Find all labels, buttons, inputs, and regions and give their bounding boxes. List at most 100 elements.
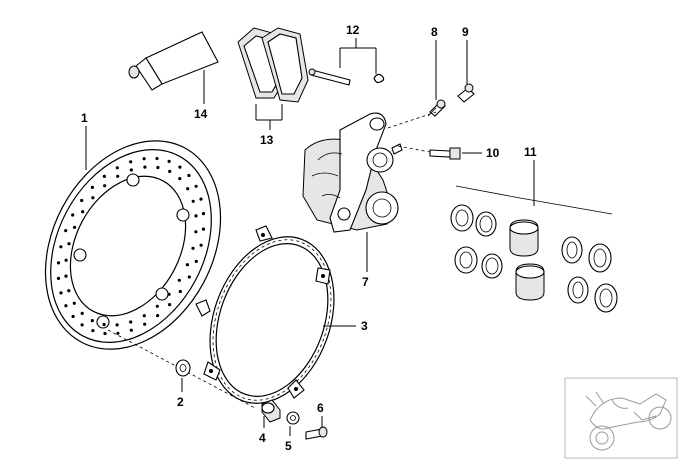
drill-hole [59,291,63,295]
drill-hole [168,169,172,173]
drill-hole [67,242,71,246]
drill-hole [64,274,68,278]
drill-hole [103,331,107,336]
callout-7: 7 [362,275,369,289]
abs-sensor-ring [195,225,335,404]
bracket-11 [455,185,613,215]
drill-hole [191,199,195,203]
drill-hole [72,301,76,305]
piston-seal-kit [450,204,618,313]
drill-hole [177,278,181,282]
drill-hole [194,230,198,234]
disc-drill-holes [56,156,206,336]
drill-hole [187,275,191,279]
drill-hole [178,177,182,181]
drill-hole [102,174,106,178]
drill-hole [115,166,119,170]
callout-14: 14 [194,107,208,121]
drill-hole [194,259,198,263]
dust-cap-9 [457,83,475,103]
callout-1: 1 [81,111,88,125]
callout-13: 13 [260,133,274,147]
drill-hole [64,258,68,262]
drill-hole [201,212,206,216]
assembly-axis [107,329,256,409]
drill-hole [129,160,133,164]
drill-hole [143,322,147,326]
drill-hole [129,320,133,324]
drill-hole [168,303,172,307]
drill-hole [116,174,120,178]
brake-pads [237,27,309,103]
callout-8: 8 [431,25,438,39]
drill-hole [80,323,84,327]
drill-hole [178,165,182,169]
drill-hole [71,213,75,217]
drill-hole [91,196,95,200]
drill-hole [187,173,191,178]
drill-hole [59,245,63,249]
drill-hole [194,214,198,218]
drill-hole [80,311,84,315]
pad-pin-set [308,68,385,86]
drill-hole [116,331,120,335]
washer-2 [175,359,191,377]
drill-hole [194,184,198,188]
drill-hole [91,329,95,333]
drill-hole [191,246,195,250]
drill-hole [142,314,146,318]
drill-hole [102,322,106,327]
drill-hole [156,314,160,318]
drill-hole [129,168,133,172]
axis-bleed [387,111,437,129]
motorcycle-thumbnail [564,377,678,459]
grease-tube [128,31,219,91]
drill-hole [155,156,159,161]
drill-hole [103,184,107,188]
drill-hole [115,323,119,327]
drill-hole [143,165,147,169]
callout-4: 4 [259,431,266,445]
drill-hole [90,319,94,323]
drill-hole [199,197,203,201]
drill-hole [201,227,206,231]
caliper-bolt-10 [429,147,461,160]
callout-5: 5 [285,439,292,453]
callout-2: 2 [177,395,184,409]
drill-hole [67,289,71,293]
drill-hole [56,261,61,265]
callout-10: 10 [486,146,500,160]
drill-hole [199,243,203,247]
motorcycle-icon [585,391,672,451]
drill-hole [64,229,68,233]
bolt-6 [305,426,328,440]
drill-hole [71,314,75,319]
drill-hole [81,210,85,214]
callout-11: 11 [524,145,537,159]
spacer-bush-4 [261,399,281,423]
callout-6: 6 [317,401,324,415]
callout-9: 9 [462,25,469,39]
callout-12: 12 [346,23,360,37]
drill-hole [64,304,68,308]
callout-3: 3 [361,319,368,333]
brake-caliper [302,112,403,233]
axis-bolt [397,145,431,153]
leader-lines [85,38,535,436]
drill-hole [178,289,182,294]
drill-hole [167,292,171,296]
drill-hole [73,225,77,229]
drill-hole [129,328,133,332]
drill-hole [186,187,190,191]
drill-hole [90,185,94,189]
drill-hole [156,165,160,170]
drill-hole [142,157,146,161]
brake-disc [44,140,222,350]
drill-hole [155,304,159,308]
washer-5 [286,411,300,425]
drill-hole [80,198,84,203]
drill-hole [56,276,61,280]
drill-hole [167,159,171,163]
